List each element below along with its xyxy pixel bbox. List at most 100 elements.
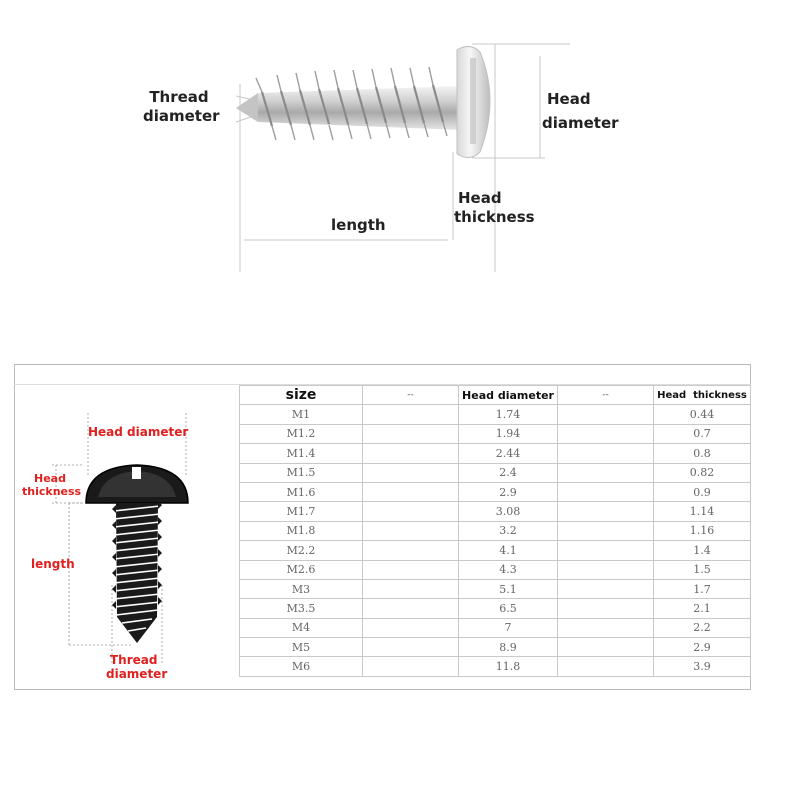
table-cell — [362, 443, 459, 464]
table-cell: 1.74 — [458, 404, 558, 425]
table-cell: M3.5 — [239, 598, 363, 619]
side-thread-line2: diameter — [106, 667, 168, 681]
side-thread-diameter-label: Thread diameter — [106, 653, 167, 681]
table-cell — [362, 598, 459, 619]
top-head-diameter-line1: Head — [547, 90, 591, 108]
table-cell: 2.1 — [653, 598, 751, 619]
table-cell — [362, 423, 459, 445]
dimension-lines — [235, 43, 570, 272]
table-cell — [557, 637, 654, 658]
side-head-thickness-line2: thickness — [22, 485, 82, 498]
top-screw-diagram — [235, 43, 570, 272]
side-head-diameter-label: Head diameter — [88, 425, 189, 439]
table-cell — [557, 656, 654, 677]
table-cell: M6 — [239, 656, 363, 677]
table-cell: 1.5 — [653, 559, 751, 580]
table-cell: 0.44 — [653, 404, 751, 425]
table-cell: 0.7 — [653, 423, 751, 445]
top-length-label: length — [331, 216, 386, 234]
side-thread-line1: Thread — [110, 653, 158, 667]
spec-table: size -- Head diameter -- Head thickness … — [239, 384, 751, 677]
table-cell — [557, 520, 654, 542]
table-cell — [362, 481, 459, 503]
panel-header-line — [14, 384, 751, 385]
table-cell: M2.2 — [239, 540, 363, 561]
side-length-label: length — [31, 557, 75, 571]
table-cell — [362, 578, 459, 600]
table-cell: M5 — [239, 637, 363, 658]
table-cell: M1.8 — [239, 520, 363, 542]
table-cell — [557, 617, 654, 639]
table-cell — [362, 559, 459, 580]
table-cell: 4.3 — [458, 559, 558, 580]
side-head-thickness-line1: Head — [34, 472, 66, 485]
top-head-diameter-line2: diameter — [542, 114, 619, 132]
table-cell: 8.9 — [458, 637, 558, 658]
top-head-thickness-label: Head thickness — [454, 189, 535, 227]
header-blank-2: -- — [557, 384, 654, 406]
top-thread-label-line2: diameter — [143, 107, 220, 125]
header-blank-1: -- — [362, 384, 459, 406]
table-row: M6 11.8 3.9 — [239, 656, 751, 677]
table-cell: 2.44 — [458, 443, 558, 464]
table-cell — [557, 559, 654, 580]
top-screw-shank — [236, 66, 460, 141]
table-cell — [557, 540, 654, 561]
header-head-diameter: Head diameter — [458, 384, 558, 406]
table-cell: 3.08 — [458, 501, 558, 522]
table-cell: 11.8 — [458, 656, 558, 677]
header-size: size — [239, 384, 363, 406]
table-cell: M4 — [239, 617, 363, 639]
table-cell — [557, 443, 654, 464]
table-cell: M1 — [239, 404, 363, 425]
table-cell: 3.9 — [653, 656, 751, 677]
table-cell: M1.4 — [239, 443, 363, 464]
table-row: M3.5 6.5 2.1 — [239, 598, 751, 619]
table-cell: 6.5 — [458, 598, 558, 619]
table-cell — [362, 462, 459, 483]
table-cell: 2.2 — [653, 617, 751, 639]
table-cell: M1.5 — [239, 462, 363, 483]
table-cell — [557, 501, 654, 522]
table-cell: 2.9 — [458, 481, 558, 503]
table-cell: 3.2 — [458, 520, 558, 542]
side-screw-diagram — [52, 413, 189, 665]
table-cell: M1.7 — [239, 501, 363, 522]
table-cell: 0.9 — [653, 481, 751, 503]
table-cell — [557, 404, 654, 425]
table-row: M4 7 2.2 — [239, 617, 751, 639]
top-thread-label-line1: Thread — [149, 88, 209, 106]
table-header-row: size -- Head diameter -- Head thickness — [239, 384, 751, 406]
table-cell: 1.4 — [653, 540, 751, 561]
table-cell: 7 — [458, 617, 558, 639]
top-head-thickness-line1: Head — [458, 189, 502, 207]
table-cell — [362, 501, 459, 522]
table-cell: 1.7 — [653, 578, 751, 600]
table-cell — [362, 656, 459, 677]
header-head-thickness: Head thickness — [653, 384, 751, 406]
table-cell: 0.8 — [653, 443, 751, 464]
table-cell: M3 — [239, 578, 363, 600]
spec-panel — [14, 364, 751, 690]
table-cell: 1.16 — [653, 520, 751, 542]
table-cell — [557, 423, 654, 445]
table-cell: 1.14 — [653, 501, 751, 522]
table-cell: 2.4 — [458, 462, 558, 483]
table-cell — [557, 578, 654, 600]
side-screw-shape — [85, 464, 189, 643]
table-row: M2.6 4.3 1.5 — [239, 559, 751, 580]
side-head-thickness-label: Head thickness — [22, 472, 81, 498]
top-head-thickness-line2: thickness — [454, 208, 535, 226]
table-cell — [362, 540, 459, 561]
table-cell: M2.6 — [239, 559, 363, 580]
table-cell — [362, 617, 459, 639]
table-cell — [362, 404, 459, 425]
table-cell: 1.94 — [458, 423, 558, 445]
table-cell — [557, 598, 654, 619]
